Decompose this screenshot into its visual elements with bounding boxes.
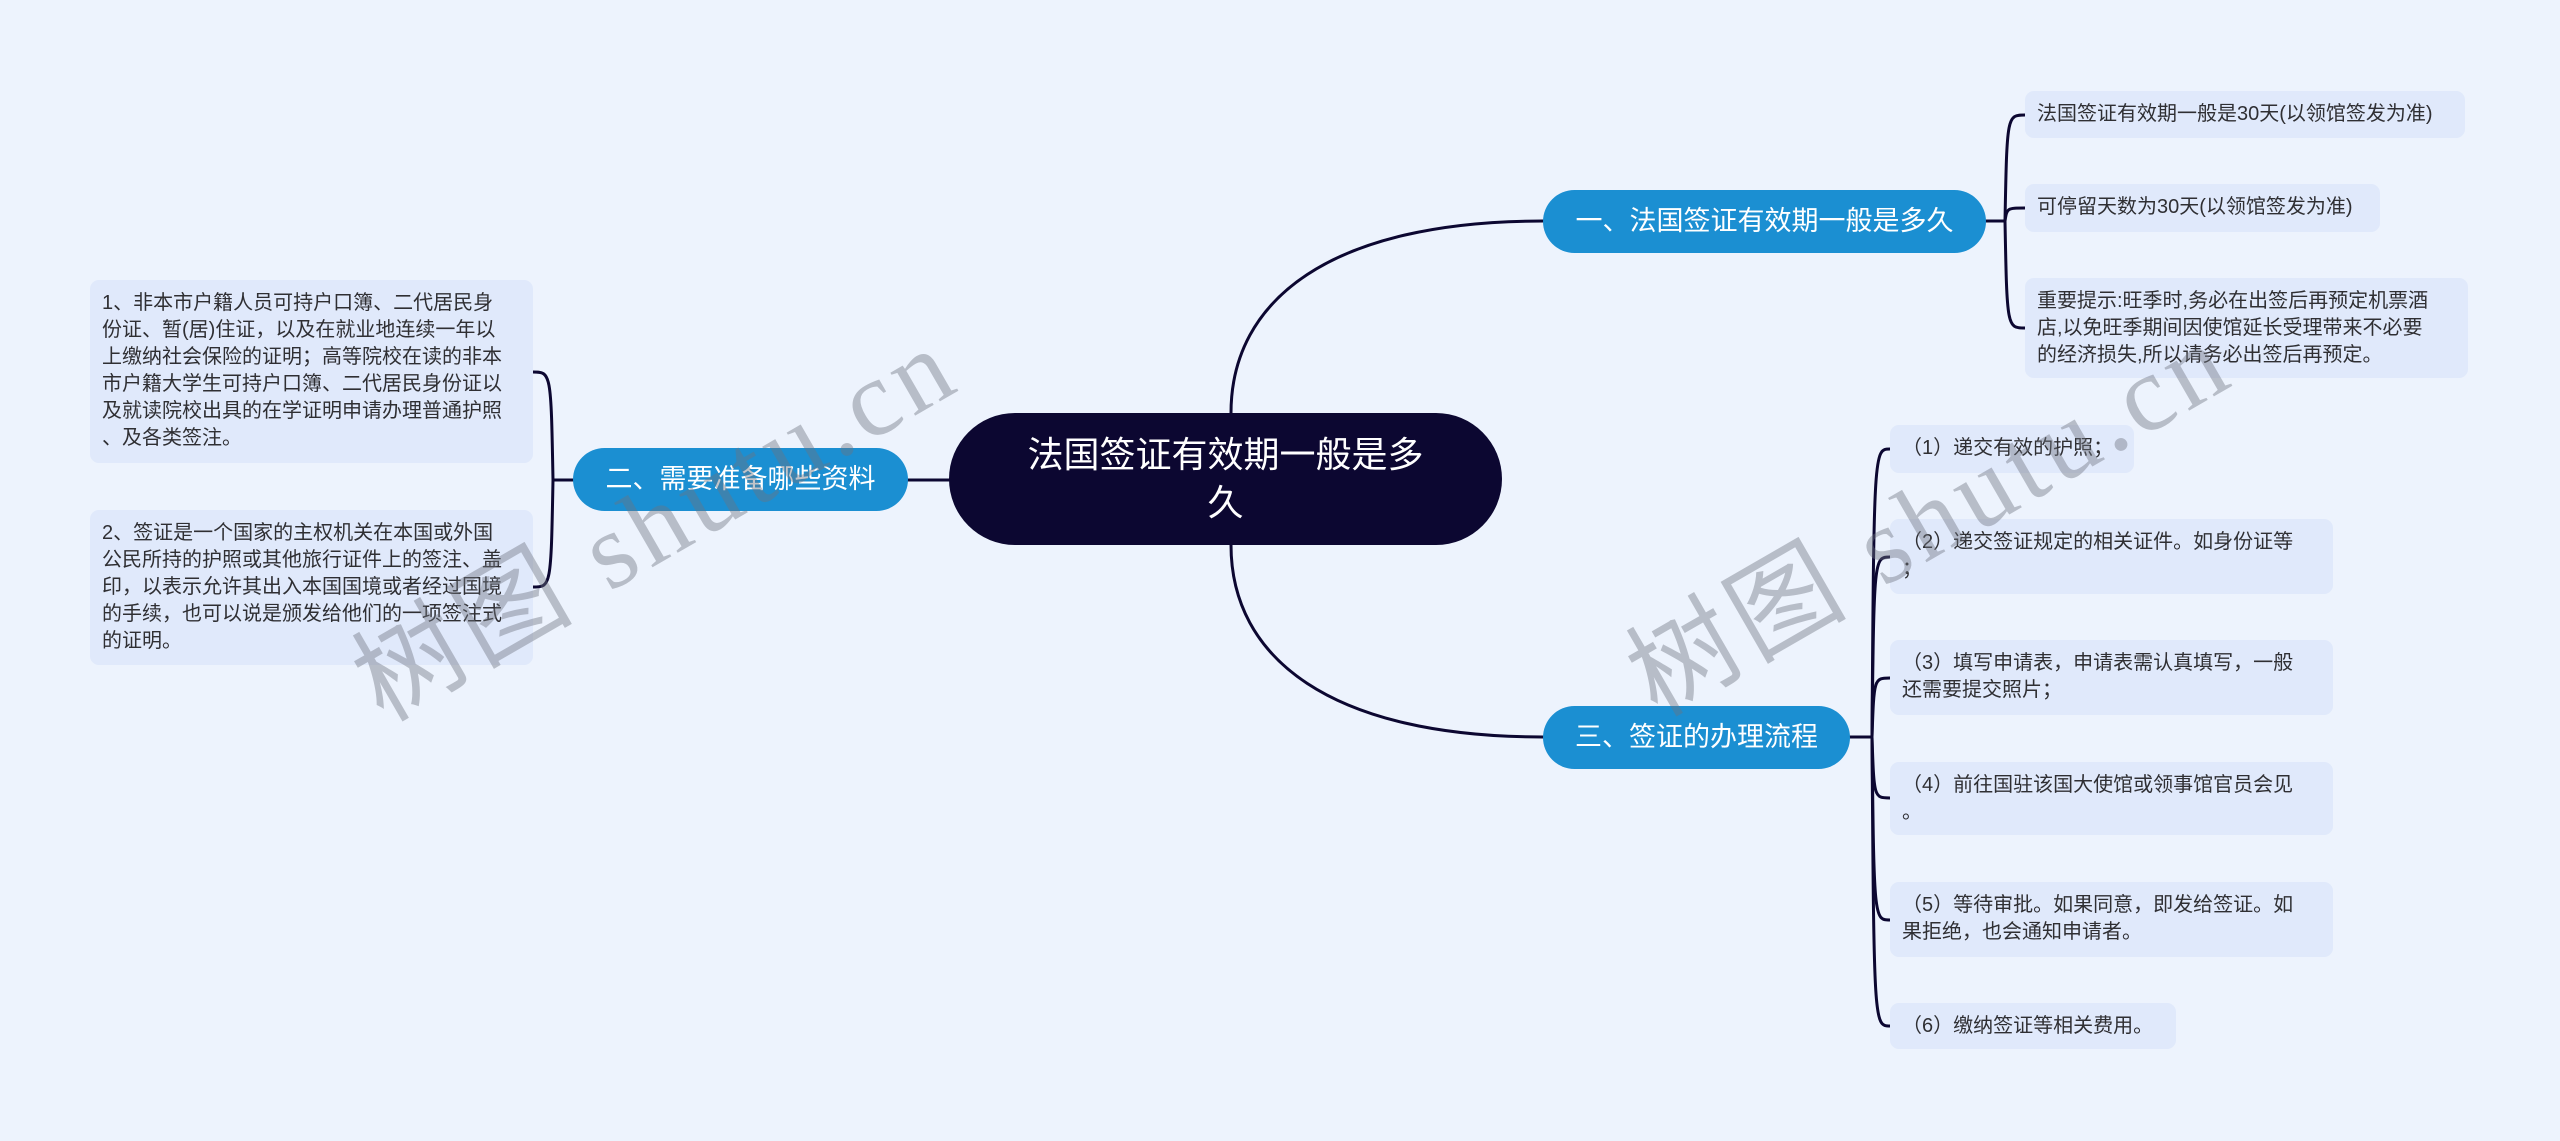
leaf-node-step-2[interactable]: （2）递交签证规定的相关证件。如身份证等 ； — [1890, 519, 2333, 594]
connector-branch-3-leaf-4 — [1870, 735, 1892, 800]
connector-root-to-branch-1 — [1229, 219, 1545, 415]
leaf-node-stay-30-days[interactable]: 可停留天数为30天(以领馆签发为准) — [2025, 184, 2380, 232]
leaf-node-important-notice[interactable]: 重要提示:旺季时,务必在出签后再预定机票酒 店,以免旺季期间因使馆延长受理带来不… — [2025, 278, 2468, 378]
leaf-node-step-3[interactable]: （3）填写申请表，申请表需认真填写，一般 还需要提交照片； — [1890, 640, 2333, 715]
connector-branch-1-leaf-2 — [2003, 206, 2027, 223]
branch-label: 二、需要准备哪些资料 — [605, 464, 876, 494]
leaf-node-step-5[interactable]: （5）等待审批。如果同意，即发给签证。如 果拒绝，也会通知申请者。 — [1890, 882, 2333, 957]
leaf-node-documents-2[interactable]: 2、签证是一个国家的主权机关在本国或外国 公民所持的护照或其他旅行证件上的签注、… — [90, 510, 533, 665]
root-node[interactable]: 法国签证有效期一般是多久 — [949, 413, 1502, 545]
branch-label: 一、法国签证有效期一般是多久 — [1575, 206, 1954, 236]
leaf-node-step-1[interactable]: （1）递交有效的护照； — [1890, 425, 2134, 473]
leaf-node-step-4[interactable]: （4）前往国驻该国大使馆或领事馆官员会见 。 — [1890, 762, 2333, 835]
connector-branch-1-leaf-1 — [2003, 113, 2027, 223]
connector-branch-3-leaf-3 — [1870, 676, 1892, 739]
branch-node-required-documents[interactable]: 二、需要准备哪些资料 — [573, 448, 908, 511]
connector-branch-2-leaf-2 — [531, 478, 555, 589]
connector-branch-3-leaf-6 — [1870, 735, 1892, 1028]
leaf-node-documents-1[interactable]: 1、非本市户籍人员可持户口簿、二代居民身 份证、暂(居)住证，以及在就业地连续一… — [90, 280, 533, 463]
branch-node-validity-period[interactable]: 一、法国签证有效期一般是多久 — [1543, 190, 1986, 253]
branch-node-application-process[interactable]: 三、签证的办理流程 — [1543, 706, 1850, 769]
connector-branch-2-leaf-1 — [531, 370, 555, 482]
connector-branch-3-leaf-2 — [1870, 555, 1892, 739]
root-label: 法国签证有效期一般是多久 — [1027, 434, 1424, 523]
connector-root-to-branch-3 — [1229, 543, 1545, 739]
leaf-node-step-6[interactable]: （6）缴纳签证等相关费用。 — [1890, 1003, 2176, 1049]
branch-label: 三、签证的办理流程 — [1575, 722, 1818, 752]
leaf-node-validity-30-days[interactable]: 法国签证有效期一般是30天(以领馆签发为准) — [2025, 91, 2465, 138]
connector-branch-1-leaf-3 — [2003, 219, 2027, 330]
